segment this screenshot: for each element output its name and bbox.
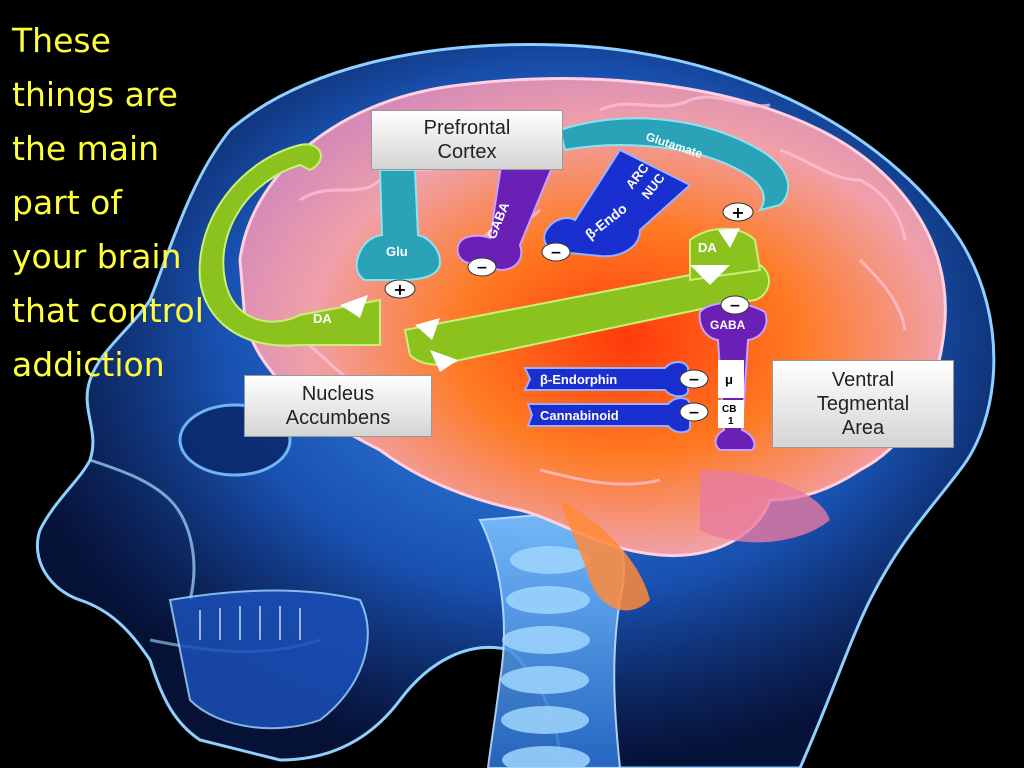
- nucleus-line-2: Accumbens: [286, 406, 391, 430]
- svg-text:−: −: [476, 260, 488, 276]
- svg-text:−: −: [688, 405, 700, 421]
- prefrontal-cortex-box: Prefrontal Cortex: [371, 110, 563, 170]
- caption-line-3: the main: [12, 122, 242, 176]
- prefrontal-line-1: Prefrontal: [424, 116, 511, 140]
- svg-text:−: −: [688, 372, 700, 388]
- cb-receptor-label: CB: [722, 404, 736, 415]
- svg-text:−: −: [550, 245, 562, 261]
- caption-line-1: These: [12, 14, 242, 68]
- caption-line-6: that control: [12, 284, 242, 338]
- nucleus-accumbens-box: Nucleus Accumbens: [244, 375, 432, 437]
- minus-sign-gaba: −: [468, 258, 496, 276]
- mu-receptor-label: μ: [725, 372, 733, 387]
- minus-sign-beta-endo: −: [542, 243, 570, 261]
- cannabinoid-label: Cannabinoid: [540, 408, 619, 423]
- gaba-vta-label: GABA: [710, 318, 746, 332]
- vta-line-1: Ventral: [817, 368, 909, 392]
- minus-sign-beta-endorphin: −: [680, 370, 708, 388]
- caption-line-2: things are: [12, 68, 242, 122]
- minus-sign-cannabinoid: −: [680, 403, 708, 421]
- da-right-label: DA: [698, 240, 717, 255]
- nucleus-line-1: Nucleus: [286, 382, 391, 406]
- svg-text:+: +: [731, 203, 744, 222]
- svg-text:+: +: [393, 280, 406, 299]
- caption-line-7: addiction: [12, 338, 242, 392]
- caption-line-5: your brain: [12, 230, 242, 284]
- vta-line-2: Tegmental: [817, 392, 909, 416]
- vta-line-3: Area: [817, 416, 909, 440]
- minus-sign-gaba-vta: −: [721, 296, 749, 314]
- slide-caption: These things are the main part of your b…: [12, 14, 242, 392]
- da-left-label: DA: [313, 311, 332, 326]
- beta-endorphin-label: β-Endorphin: [540, 372, 617, 387]
- prefrontal-line-2: Cortex: [424, 140, 511, 164]
- cb1-receptor-label: 1: [728, 416, 734, 427]
- glu-label: Glu: [386, 244, 408, 259]
- ventral-tegmental-area-box: Ventral Tegmental Area: [772, 360, 954, 448]
- svg-text:−: −: [729, 298, 741, 314]
- caption-line-4: part of: [12, 176, 242, 230]
